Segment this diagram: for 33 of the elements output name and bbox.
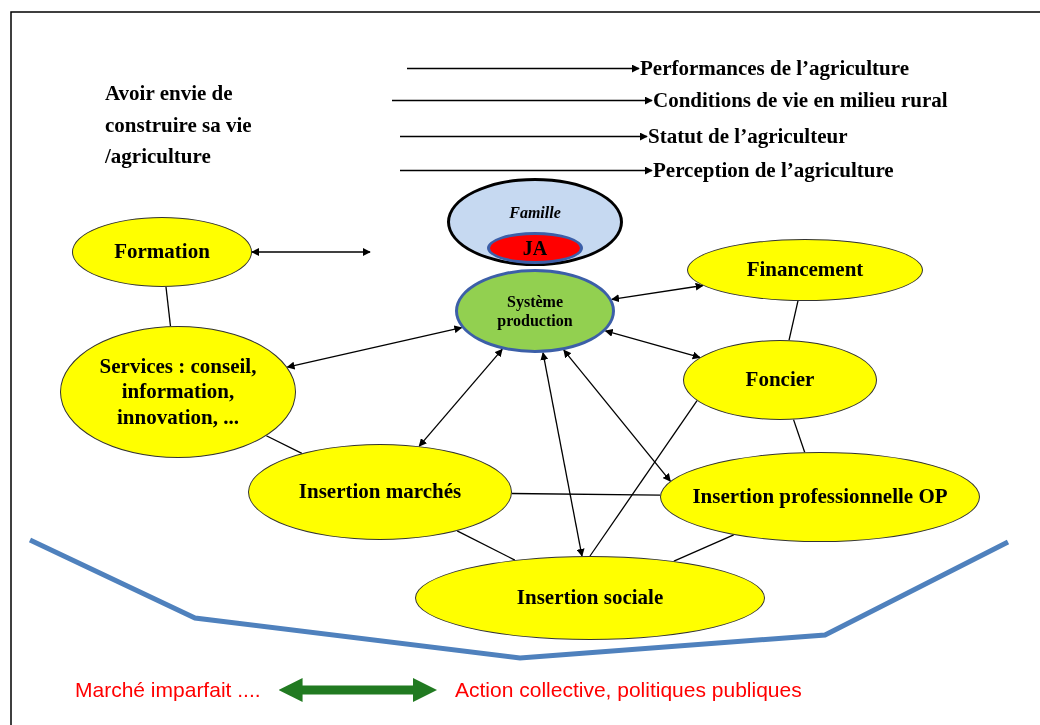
oval-node: Services : conseil, information, innovation, ... — [60, 326, 296, 458]
oval-node: Famille JA — [447, 178, 623, 266]
arrow — [406, 64, 640, 73]
oval-node: Insertion marchés — [248, 444, 512, 540]
arrow — [611, 282, 704, 303]
connector-line — [792, 418, 806, 453]
connector-line — [673, 534, 735, 562]
connector-line — [456, 530, 516, 561]
oval-node: Système production — [455, 269, 615, 353]
arrow — [391, 96, 653, 105]
connector-line — [589, 400, 698, 557]
arrow — [278, 678, 437, 702]
arrow — [540, 352, 585, 557]
arrow — [399, 132, 648, 141]
oval-node: JA — [487, 232, 583, 264]
oval-node: Financement — [687, 239, 923, 301]
text-label: Marché imparfait .... — [75, 678, 261, 702]
text-label: Perception de l’agriculture — [653, 158, 894, 183]
text-label: Performances de l’agriculture — [640, 56, 910, 81]
connector-line — [165, 286, 172, 327]
connector-line — [265, 435, 303, 454]
oval-node: Formation — [72, 217, 252, 287]
text-label: Action collective, politiques publiques — [455, 678, 802, 702]
oval-node: Insertion sociale — [415, 556, 765, 640]
connector-line — [788, 300, 799, 341]
oval-node: Foncier — [683, 340, 877, 420]
text-label: Conditions de vie en milieu rural — [653, 88, 948, 113]
connector-line — [511, 492, 661, 496]
arrow — [399, 166, 653, 175]
oval-node: Insertion professionnelle OP — [660, 452, 980, 542]
note-text: Avoir envie de construire sa vie /agriculture — [105, 80, 253, 170]
text-label: Statut de l’agriculteur — [648, 124, 848, 149]
arrow — [251, 248, 371, 256]
